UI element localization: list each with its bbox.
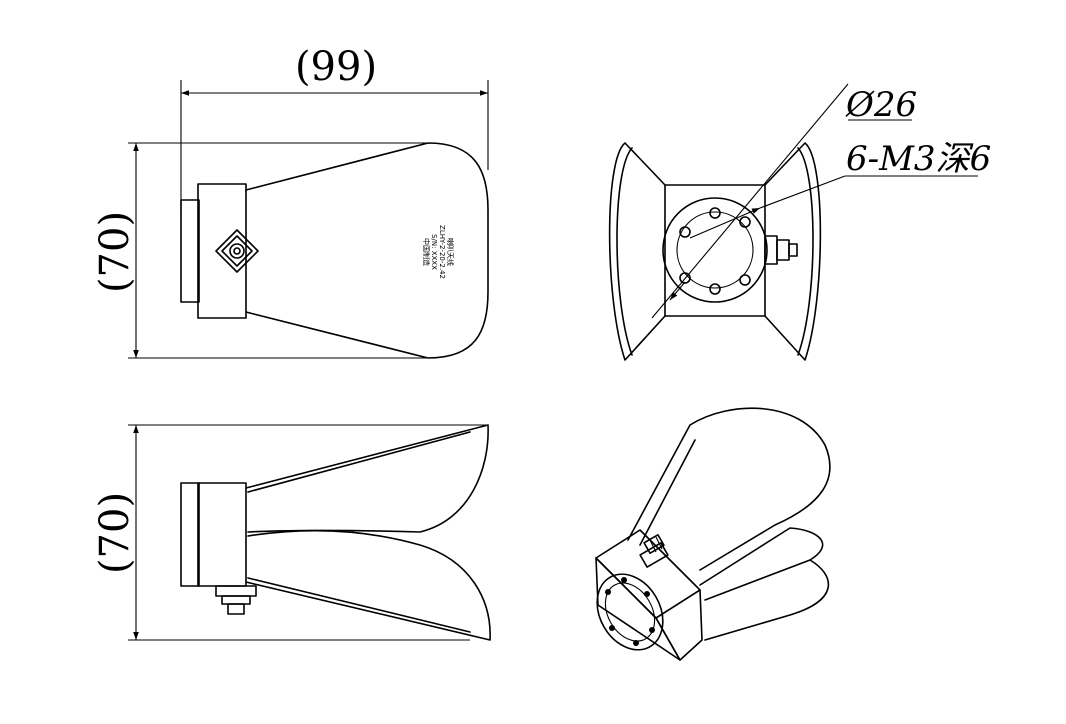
rear-feed-block: [664, 184, 766, 317]
iso-upper-paddle-edge: [639, 439, 696, 546]
nameplate-line-2: ZLHY-2-20-2.42: [438, 225, 446, 279]
rear-connector: [764, 235, 798, 265]
rear-right-flare-inner: [797, 147, 814, 356]
iso-block-front: [595, 557, 681, 661]
iso-lower-paddle: [699, 527, 830, 641]
bolt-circle: [676, 211, 754, 289]
nameplate: 喇叭天线 ZLHY-2-20-2.42 S/N: XXXX 中国制造: [422, 225, 455, 279]
lower-flare: [245, 530, 491, 641]
mounting-hole: [621, 577, 627, 583]
lower-flare-edge: [247, 577, 471, 633]
iso-connector: [639, 534, 669, 568]
mounting-hole: [709, 283, 721, 295]
mounting-hole: [709, 207, 721, 219]
mounting-hole: [644, 591, 650, 597]
nameplate-line-4: 中国制造: [422, 238, 431, 266]
thread-leader-ext: [759, 175, 846, 209]
rear-left-flare-inner: [616, 147, 633, 356]
horn-flare-outline: [245, 142, 489, 359]
upper-flare: [245, 424, 489, 533]
rear-left-flare: [608, 142, 666, 361]
nameplate-line-1: 喇叭天线: [446, 238, 455, 266]
side-feed-block: [197, 482, 247, 587]
front-view: (99) (70) 喇叭天线 ZLHY-2-20-2.42 S/N: XXXX …: [92, 44, 489, 359]
isometric-view: [595, 407, 831, 661]
feed-block: [197, 183, 247, 319]
rear-right-flare: [764, 142, 822, 361]
side-view: (70): [92, 424, 491, 641]
iso-lower-paddle-edge: [704, 559, 811, 601]
mounting-hole: [649, 627, 655, 633]
diameter-arrow: [669, 281, 686, 301]
diameter-annotation: Ø26: [845, 85, 917, 125]
rear-view: Ø26 6-M3深6: [608, 83, 991, 361]
height-dimension-label: (70): [92, 211, 138, 293]
mounting-hole: [609, 625, 615, 631]
nameplate-line-3: S/N: XXXX: [430, 234, 438, 270]
mounting-hole: [633, 640, 639, 646]
iso-flange-inner: [604, 582, 656, 642]
mounting-hole: [679, 272, 691, 284]
mounting-hole: [739, 216, 751, 228]
mounting-hole: [679, 226, 691, 238]
width-dimension-label: (99): [295, 44, 377, 90]
mounting-holes: [679, 207, 751, 295]
mounting-hole: [605, 589, 611, 595]
iso-mounting-holes: [605, 577, 655, 646]
iso-flange: [596, 573, 664, 651]
flange-plate: [180, 199, 200, 303]
upper-flare-edge: [247, 431, 471, 493]
diameter-leader: [651, 83, 849, 319]
mounting-hole: [739, 274, 751, 286]
iso-upper-paddle: [627, 407, 831, 571]
side-flange-plate: [180, 482, 200, 587]
flange-circle: [662, 197, 768, 303]
thread-annotation: 6-M3深6: [846, 139, 991, 179]
side-connector: [215, 585, 257, 615]
thread-leader: [689, 207, 761, 239]
side-height-dimension-label: (70): [92, 492, 138, 574]
sma-connector: [215, 229, 259, 273]
